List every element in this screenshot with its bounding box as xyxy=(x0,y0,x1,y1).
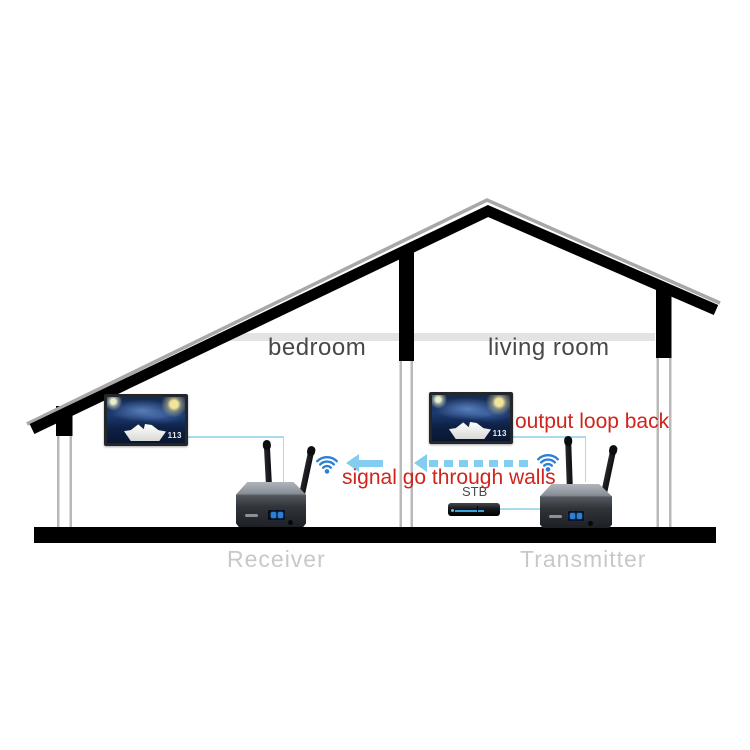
paper-boat-art xyxy=(124,424,166,441)
wifi-icon-transmitter xyxy=(537,453,559,472)
stb-power-led xyxy=(451,509,454,512)
signal-dash xyxy=(474,459,483,467)
signal-annotation: signal go through walls xyxy=(342,466,556,489)
roof-outer-line xyxy=(26,198,721,426)
living-room-label: living room xyxy=(488,334,610,361)
signal-arrow-solid-shaft xyxy=(358,459,383,467)
transmitter-device xyxy=(538,435,648,530)
bedroom-tv: 113 xyxy=(104,394,188,446)
signal-arrow-dashed-head xyxy=(414,454,427,472)
stb-display-strip xyxy=(455,510,484,512)
tv-to-receiver-line-h xyxy=(188,436,283,438)
signal-arrow-solid-head xyxy=(346,454,359,472)
loopback-line-v xyxy=(584,436,586,482)
signal-dash xyxy=(489,459,498,467)
tv-screen-badge: 113 xyxy=(492,429,507,438)
ceiling-band xyxy=(217,333,655,341)
paper-boat-art xyxy=(449,422,491,439)
signal-dash xyxy=(459,459,468,467)
transmitter-ir-port xyxy=(588,521,593,526)
tv-screen-badge: 113 xyxy=(167,431,182,440)
signal-dash xyxy=(429,459,438,467)
loopback-annotation: output loop back xyxy=(515,410,670,433)
receiver-device xyxy=(234,438,344,530)
transmitter-box xyxy=(540,484,612,528)
transmitter-antenna-left xyxy=(564,435,573,491)
bedroom-label: bedroom xyxy=(268,334,367,361)
roof-beam xyxy=(29,204,719,434)
signal-dash xyxy=(504,459,513,467)
stb-label: STB xyxy=(462,484,488,499)
livingroom-tv: 113 xyxy=(429,392,513,444)
floor-slab xyxy=(34,527,716,543)
signal-dash xyxy=(444,459,453,467)
stb-panel-seam xyxy=(476,506,478,513)
livingroom-tv-screen: 113 xyxy=(432,395,510,441)
wifi-icon-receiver xyxy=(316,455,338,474)
loopback-line-h xyxy=(510,436,586,438)
bedroom-tv-screen: 113 xyxy=(107,397,185,443)
brand-mark xyxy=(549,515,562,518)
receiver-led-display xyxy=(268,510,285,520)
receiver-label: Receiver xyxy=(227,546,326,572)
transmitter-led-display xyxy=(568,511,584,521)
brand-mark xyxy=(245,514,258,517)
tv-to-receiver-line-v xyxy=(282,436,284,483)
stb-device xyxy=(448,503,500,516)
receiver-ir-port xyxy=(288,520,293,525)
receiver-box xyxy=(236,482,306,527)
wall-edges xyxy=(57,357,672,528)
stb-to-transmitter-line xyxy=(500,508,542,510)
transmitter-label: Transmitter xyxy=(520,546,647,572)
signal-dash xyxy=(519,459,528,467)
